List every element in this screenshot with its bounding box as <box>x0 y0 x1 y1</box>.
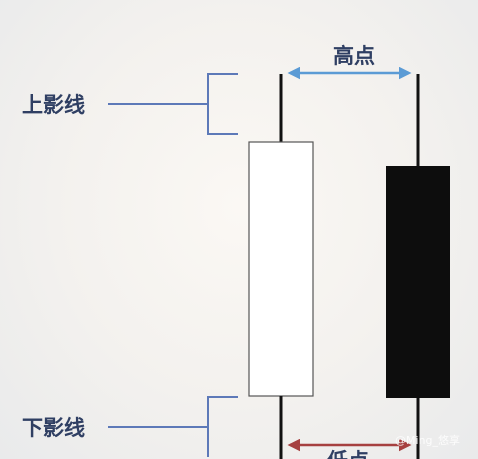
lower-shadow-bracket <box>207 396 238 457</box>
bearish-candle <box>386 74 450 459</box>
bullish-candle <box>248 74 314 459</box>
watermark-text: @Ming_悠享 <box>395 433 460 447</box>
high-point-label: 高点 <box>333 44 375 68</box>
bullish-body <box>248 141 314 397</box>
low-point-label: 低点 <box>326 449 369 459</box>
lower-shadow-label: 下影线 <box>22 416 85 440</box>
lower-shadow-annotation: 下影线 <box>22 396 238 457</box>
upper-shadow-label: 上影线 <box>22 93 85 117</box>
high-point-annotation: 高点 <box>287 44 412 80</box>
bearish-body <box>386 166 450 398</box>
upper-shadow-annotation: 上影线 <box>22 73 238 135</box>
upper-shadow-bracket <box>207 73 238 135</box>
low-point-annotation: 低点 <box>287 438 412 459</box>
